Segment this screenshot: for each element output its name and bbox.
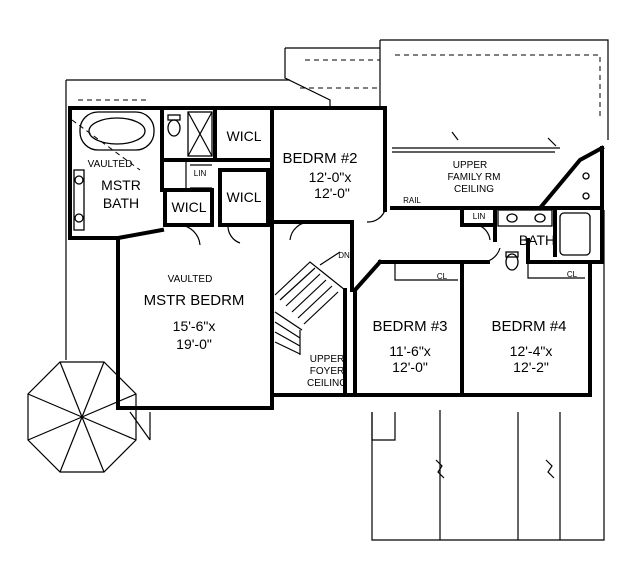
mstr-bedrm-dim2: 19'-0" — [176, 336, 212, 352]
mstr-bath-label-1: MSTR — [101, 177, 141, 193]
lin-label-2: LIN — [473, 212, 486, 221]
bedrm2-dim1: 12'-0"x — [309, 169, 352, 185]
mstr-bath-label-2: BATH — [103, 195, 139, 211]
wicl-label-3: WICL — [227, 189, 262, 205]
bath-fixtures — [73, 111, 591, 271]
rail-label: RAIL — [403, 196, 421, 205]
bedrm4-name: BEDRM #4 — [491, 318, 566, 335]
octagon-deck — [27, 361, 137, 473]
upper-family-3: CEILING — [454, 184, 494, 195]
bedrm2-dim2: 12'-0" — [314, 185, 350, 201]
upper-family-1: UPPER — [453, 160, 487, 171]
mstr-bedrm-name: MSTR BEDRM — [144, 292, 245, 309]
bedrm2-name: BEDRM #2 — [282, 150, 357, 167]
vaulted-bath-label: VAULTED — [88, 159, 133, 170]
walls — [68, 106, 605, 410]
upper-family-2: FAMILY RM — [448, 172, 501, 183]
vaulted-mstr-label: VAULTED — [168, 274, 213, 285]
bedrm3-dim2: 12'-0" — [392, 359, 428, 375]
upper-foyer-2: FOYER — [310, 366, 344, 377]
wicl-label-1: WICL — [227, 128, 262, 144]
bedrm4-dim2: 12'-2" — [513, 359, 549, 375]
dn-label: DN — [338, 251, 350, 260]
bedrm3-name: BEDRM #3 — [372, 318, 447, 335]
lin-label-1: LIN — [194, 169, 207, 178]
bedrm4-dim1: 12'-4"x — [510, 343, 553, 359]
wicl-label-2: WICL — [172, 199, 207, 215]
bath-label: BATH — [519, 232, 555, 248]
upper-foyer-1: UPPER — [310, 354, 344, 365]
cl-label-1: CL — [437, 272, 448, 281]
mstr-bedrm-dim1: 15'-6"x — [173, 318, 216, 334]
staircase — [274, 251, 346, 355]
bedrm3-dim1: 11'-6"x — [389, 343, 431, 359]
roof-outline — [65, 39, 609, 541]
ceiling-lines — [71, 54, 601, 171]
upper-foyer-3: CEILING — [307, 378, 347, 389]
cl-label-2: CL — [567, 270, 578, 279]
